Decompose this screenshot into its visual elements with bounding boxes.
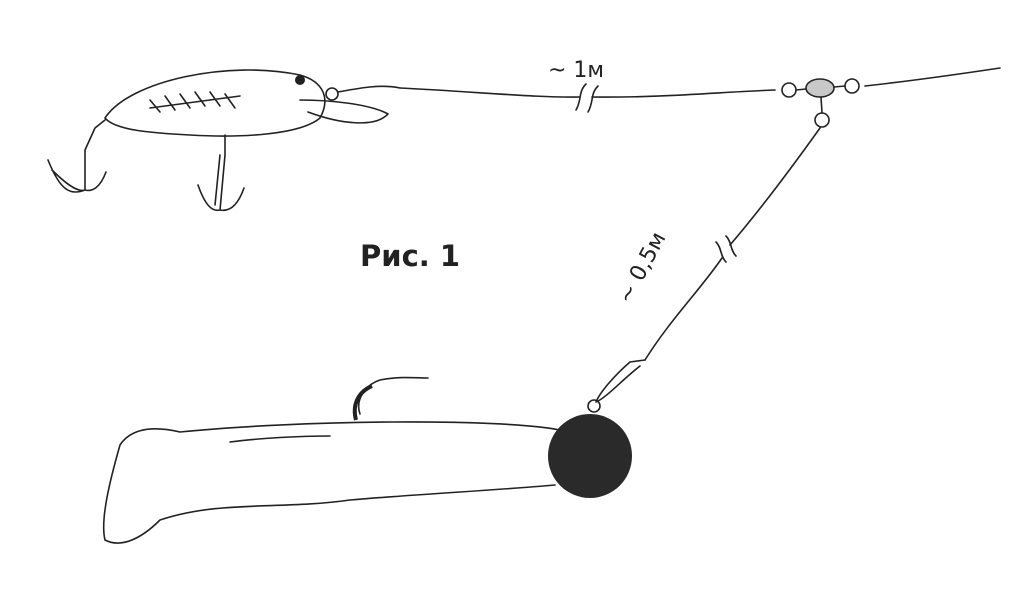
- main-line: [399, 87, 776, 98]
- wobbler-lure: [47, 69, 401, 212]
- three-way-swivel: [781, 78, 860, 128]
- leader-length-label: ~ 0,5м: [613, 228, 671, 308]
- snap-clip: [595, 359, 646, 403]
- soft-plastic-bait: [102, 376, 561, 544]
- line-break-mark: [575, 83, 599, 113]
- snap-ring: [587, 399, 601, 413]
- sinker: [548, 414, 632, 498]
- leader-line: [644, 127, 821, 361]
- main-line-length-label: ~ 1м: [548, 58, 604, 83]
- leader-break-mark: [715, 235, 737, 263]
- figure-caption: Рис. 1: [360, 239, 460, 273]
- main-line-end: [864, 67, 1001, 87]
